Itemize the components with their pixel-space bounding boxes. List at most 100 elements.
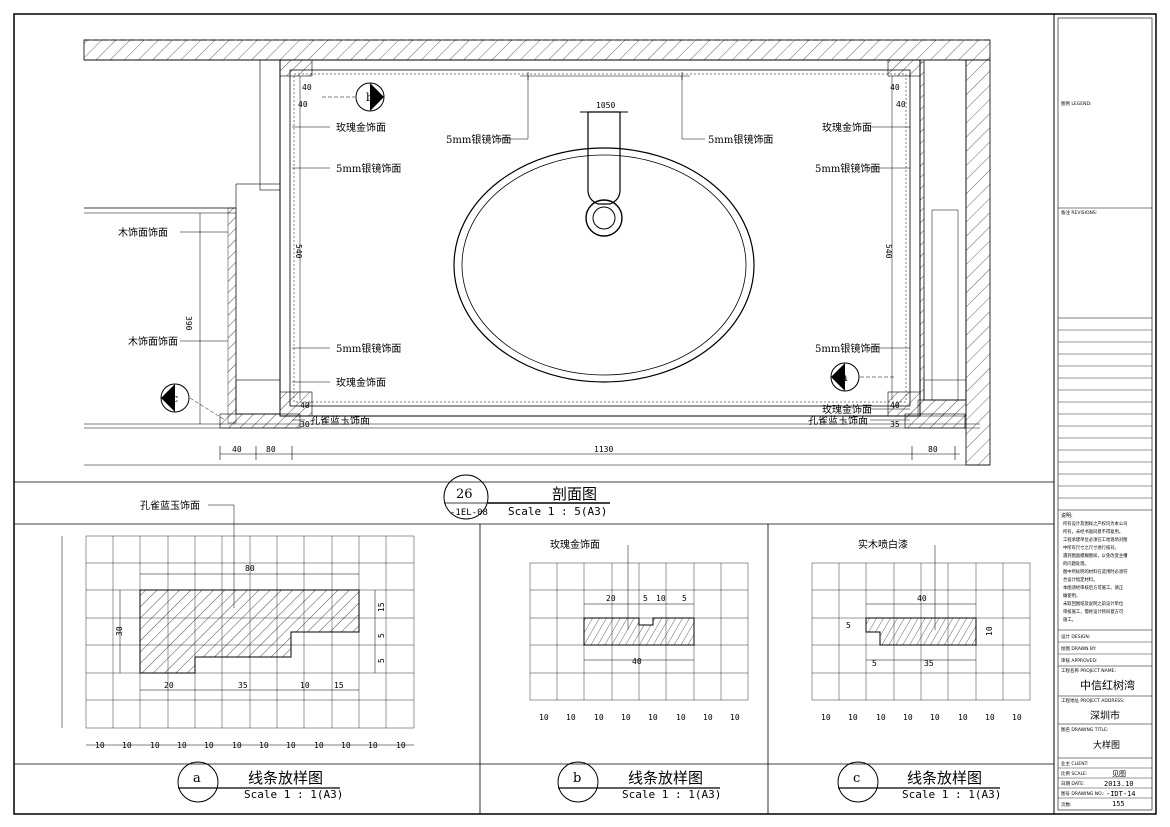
svg-text:本图须经审核后方可施工。请正: 本图须经审核后方可施工。请正 — [1063, 584, 1124, 591]
svg-text:审核 APPROVED:: 审核 APPROVED: — [1061, 657, 1097, 664]
svg-text:Scale 1 : 1(A3): Scale 1 : 1(A3) — [902, 788, 1001, 801]
label-mirror-r1: 5mm银镜饰面 — [815, 162, 880, 175]
title-block-frame — [1053, 13, 1157, 815]
project-address: 深圳市 — [1090, 709, 1120, 722]
label-rose-gold-tr: 玫瑰金饰面 — [822, 121, 872, 134]
svg-text:35: 35 — [924, 659, 934, 668]
svg-text:10: 10 — [703, 713, 713, 722]
svg-text:Scale 1 : 5(A3): Scale 1 : 5(A3) — [508, 505, 607, 518]
svg-text:10: 10 — [821, 713, 831, 722]
detail-c-label: 实木喷白漆 — [858, 538, 908, 551]
label-mirror-top-l: 5mm银镜饰面 — [446, 133, 511, 146]
bubble-b-letter: b — [366, 91, 373, 104]
svg-text:80: 80 — [928, 445, 938, 454]
section-title: 26 -1EL-08 剖面图 Scale 1 : 5(A3) — [443, 474, 610, 520]
svg-text:40: 40 — [890, 401, 900, 410]
svg-text:30: 30 — [115, 626, 124, 636]
svg-text:绘图 DRAWN BY:: 绘图 DRAWN BY: — [1061, 645, 1096, 652]
project-name: 中信红树湾 — [1080, 678, 1135, 692]
svg-text:10: 10 — [539, 713, 549, 722]
label-mirror-r2: 5mm银镜饰面 — [815, 342, 880, 355]
svg-text:线条放样图: 线条放样图 — [628, 769, 703, 787]
svg-text:15: 15 — [377, 602, 386, 612]
svg-text:的问题处理。: 的问题处理。 — [1063, 560, 1089, 567]
svg-text:10: 10 — [621, 713, 631, 722]
svg-text:10: 10 — [396, 741, 406, 750]
svg-text:遇到图面模糊图样，以免改变主槽: 遇到图面模糊图样，以免改变主槽 — [1063, 552, 1128, 559]
basin-outline — [453, 147, 755, 383]
svg-text:10: 10 — [985, 713, 995, 722]
svg-text:5: 5 — [846, 621, 851, 630]
svg-text:10: 10 — [656, 594, 666, 603]
svg-text:工程地址 PROJECT ADDRESS:: 工程地址 PROJECT ADDRESS: — [1061, 697, 1125, 704]
svg-text:10: 10 — [985, 626, 994, 636]
svg-text:见图: 见图 — [1112, 770, 1126, 778]
svg-text:施工。: 施工。 — [1063, 616, 1076, 623]
svg-text:10: 10 — [177, 741, 187, 750]
svg-text:1130: 1130 — [594, 445, 613, 454]
svg-text:c: c — [853, 771, 860, 786]
bubble-c-letter: c — [172, 392, 178, 405]
svg-text:剖面图: 剖面图 — [552, 485, 597, 503]
svg-text:20: 20 — [164, 681, 174, 690]
svg-text:5: 5 — [643, 594, 648, 603]
svg-text:10: 10 — [122, 741, 132, 750]
drawing-title: 大样图 — [1093, 739, 1120, 751]
svg-text:40: 40 — [298, 100, 308, 109]
svg-text:40: 40 — [232, 445, 242, 454]
svg-text:40: 40 — [917, 594, 927, 603]
svg-text:10: 10 — [259, 741, 269, 750]
svg-text:540: 540 — [884, 244, 893, 259]
svg-text:80: 80 — [266, 445, 276, 454]
label-mirror-l2: 5mm银镜饰面 — [336, 342, 401, 355]
svg-text:工程名称 PROJECT NAME:: 工程名称 PROJECT NAME: — [1061, 667, 1116, 674]
svg-text:10: 10 — [368, 741, 378, 750]
svg-text:540: 540 — [294, 244, 303, 259]
svg-text:图号 DRAWING NO.:: 图号 DRAWING NO.: — [1061, 791, 1104, 797]
label-rose-gold-tl: 玫瑰金饰面 — [336, 121, 386, 134]
svg-text:比例 SCALE:: 比例 SCALE: — [1061, 770, 1087, 777]
svg-text:10: 10 — [566, 713, 576, 722]
label-mirror-l1: 5mm银镜饰面 — [336, 162, 401, 175]
svg-text:10: 10 — [676, 713, 686, 722]
svg-text:10: 10 — [930, 713, 940, 722]
svg-text:2013.10: 2013.10 — [1104, 780, 1134, 788]
profile-b — [583, 617, 695, 646]
title-block: 图例 LEGEND: 备注 REVISIONS: 说明: 所有设计及图样之产权均… — [1058, 100, 1152, 808]
svg-text:合设计指定材料。: 合设计指定材料。 — [1063, 576, 1097, 583]
svg-text:40: 40 — [302, 83, 312, 92]
svg-text:35: 35 — [238, 681, 248, 690]
svg-text:图名 DRAWING TITLE:: 图名 DRAWING TITLE: — [1061, 726, 1108, 733]
svg-text:10: 10 — [1012, 713, 1022, 722]
svg-text:5: 5 — [377, 633, 386, 638]
profile-a — [139, 589, 360, 674]
svg-text:业主 CLIENT:: 业主 CLIENT: — [1061, 760, 1088, 767]
svg-text:日期 DATE:: 日期 DATE: — [1061, 781, 1085, 787]
svg-text:40: 40 — [896, 100, 906, 109]
svg-text:线条放样图: 线条放样图 — [248, 769, 323, 787]
label-jade-r: 孔雀蓝玉饰面 — [808, 414, 868, 427]
svg-text:35: 35 — [890, 420, 900, 429]
svg-text:10: 10 — [903, 713, 913, 722]
svg-text:80: 80 — [245, 564, 255, 573]
svg-text:15: 15 — [334, 681, 344, 690]
svg-text:10: 10 — [286, 741, 296, 750]
svg-text:工程承建单位必须在工地现场对图: 工程承建单位必须在工地现场对图 — [1063, 536, 1127, 543]
svg-text:10: 10 — [958, 713, 968, 722]
svg-text:图例 LEGEND:: 图例 LEGEND: — [1061, 100, 1091, 107]
svg-text:10: 10 — [848, 713, 858, 722]
svg-text:5: 5 — [682, 594, 687, 603]
detail-b-label: 玫瑰金饰面 — [550, 538, 600, 551]
svg-text:10: 10 — [95, 741, 105, 750]
label-mirror-top-r: 5mm银镜饰面 — [708, 133, 773, 146]
svg-text:页数:: 页数: — [1061, 801, 1072, 808]
detail-a-label: 孔雀蓝玉饰面 — [140, 499, 200, 512]
svg-text:10: 10 — [341, 741, 351, 750]
svg-text:390: 390 — [184, 316, 193, 331]
svg-text:线条放样图: 线条放样图 — [907, 769, 982, 787]
svg-text:设计 DESIGN:: 设计 DESIGN: — [1061, 633, 1090, 640]
